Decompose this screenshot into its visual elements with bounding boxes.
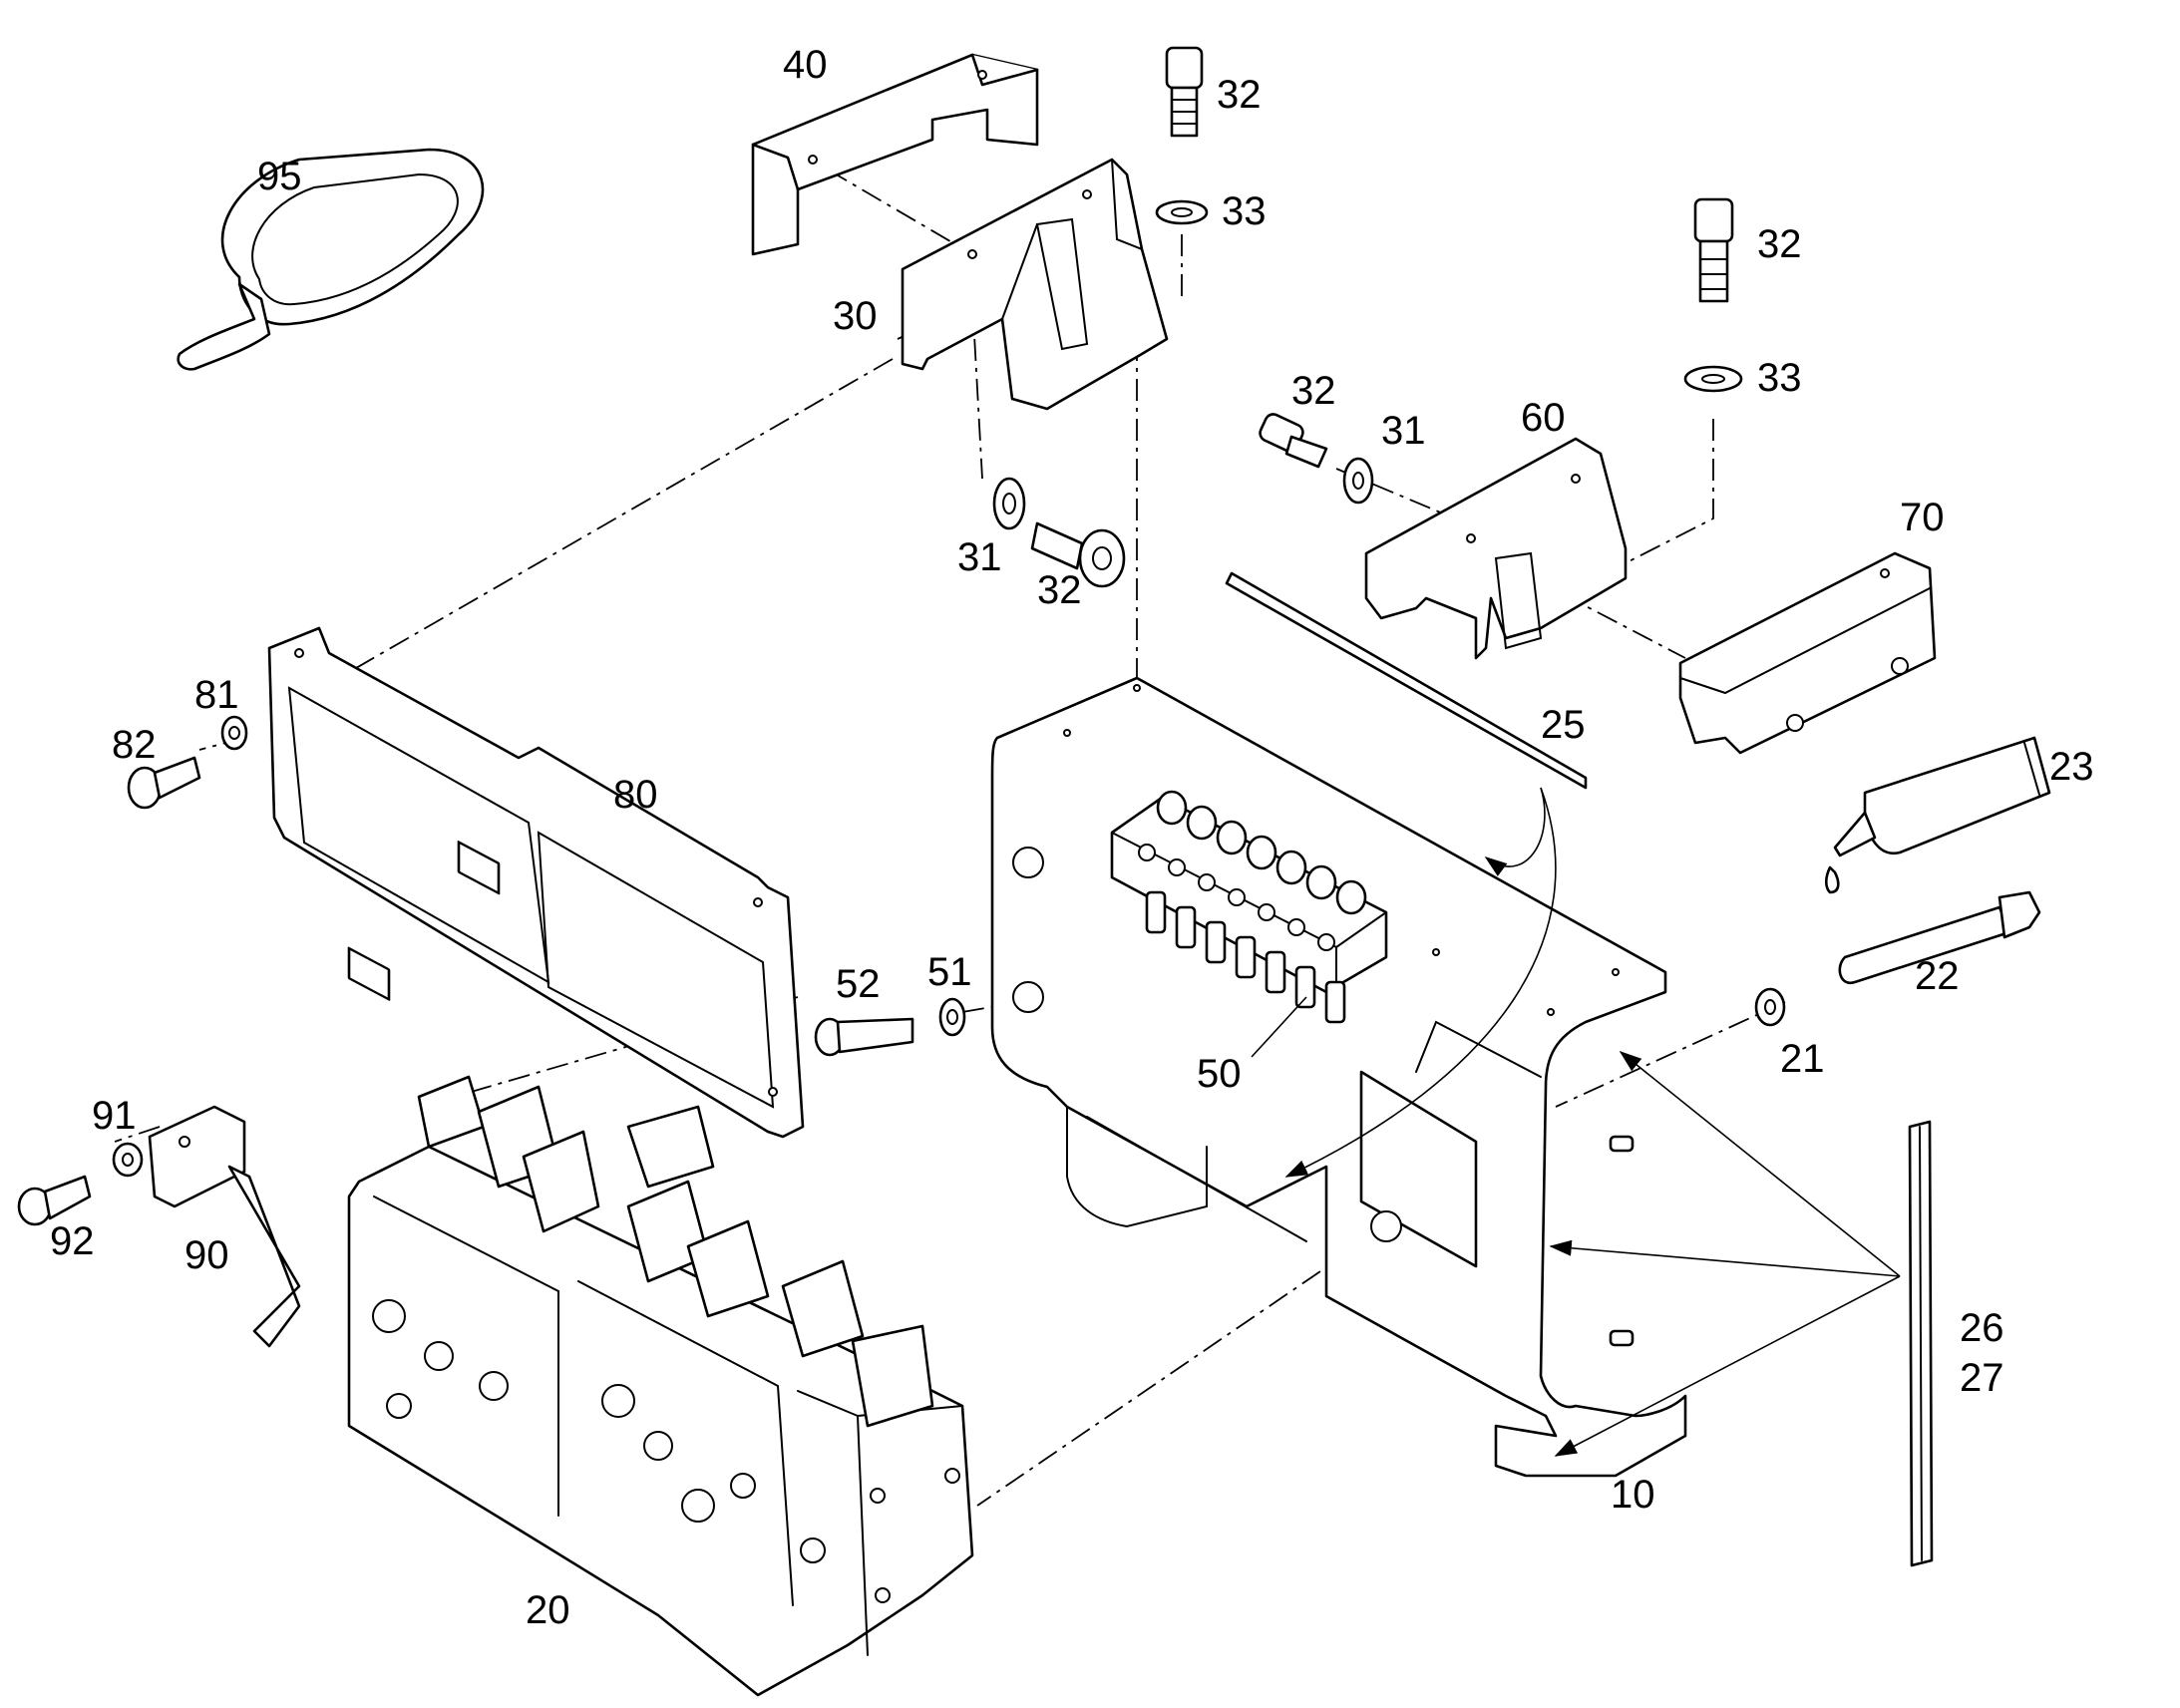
callout-50: 50 [1197, 1052, 1242, 1096]
part-22-bolt [1838, 890, 2041, 985]
part-23-sealant-tube [1824, 736, 2051, 894]
callout-82: 82 [112, 723, 157, 767]
callout-21: 21 [1780, 1037, 1825, 1081]
callout-20: 20 [526, 1588, 570, 1632]
part-80-plate [267, 626, 805, 1139]
callout-30: 30 [833, 294, 878, 338]
part-32-bolt-left-of-60 [1259, 413, 1328, 469]
callout-32-top-right: 32 [1757, 222, 1802, 266]
leader-arrows [1251, 787, 1901, 1457]
part-25-seal-strip [1225, 571, 1588, 790]
valve-caps [417, 1075, 934, 1428]
callout-92: 92 [50, 1219, 95, 1263]
callout-22: 22 [1915, 954, 1960, 998]
part-33-washer-top-right [1683, 365, 1743, 393]
part-81-washer [220, 715, 248, 751]
part-26-27-edge-seal [1908, 1120, 1934, 1567]
part-20-control-valve [347, 1075, 974, 1697]
callout-95: 95 [257, 155, 302, 198]
manifold-fittings [1138, 790, 1367, 1024]
part-90-bracket [148, 1105, 301, 1348]
callout-80: 80 [613, 773, 658, 817]
part-40-top-bracket [751, 53, 1039, 256]
callout-23: 23 [2049, 745, 2094, 789]
callout-51: 51 [927, 950, 972, 994]
callout-33-top-center: 33 [1222, 189, 1267, 233]
callout-91: 91 [92, 1094, 137, 1138]
callout-25: 25 [1541, 703, 1586, 747]
callout-33-top-right: 33 [1757, 356, 1802, 400]
callout-60: 60 [1521, 396, 1566, 440]
part-60-support-bracket [1364, 437, 1628, 660]
callout-70: 70 [1900, 496, 1945, 539]
callout-81: 81 [194, 673, 239, 717]
callout-labels: 40 32 95 33 32 30 33 32 31 60 70 31 32 8… [50, 43, 2094, 1632]
part-31-washer-center [992, 477, 1026, 530]
part-92-bolt [17, 1175, 92, 1226]
part-32-bolt-top-right [1693, 197, 1734, 303]
callout-32-left-of-60: 32 [1291, 369, 1336, 413]
callout-10: 10 [1611, 1473, 1655, 1517]
part-51-washer [938, 997, 966, 1037]
callout-31-left-of-60: 31 [1381, 409, 1426, 453]
part-95-strap [177, 148, 485, 371]
callout-52: 52 [836, 962, 881, 1006]
part-32-bolt-center [1030, 521, 1126, 588]
callout-31-center: 31 [957, 535, 1002, 579]
part-21-washer [1754, 987, 1786, 1027]
part-31-washer-left-of-60 [1342, 457, 1374, 505]
part-82-bolt [127, 756, 201, 810]
callout-40: 40 [783, 43, 828, 87]
callout-27: 27 [1960, 1356, 2004, 1400]
part-91-washer [112, 1142, 144, 1178]
part-32-bolt-top-center [1165, 46, 1204, 138]
part-52-bolt [814, 1017, 914, 1057]
callout-32-center: 32 [1037, 568, 1082, 612]
part-33-washer-top-center [1155, 199, 1209, 225]
part-70-cover [1678, 551, 1937, 755]
callout-90: 90 [184, 1233, 229, 1277]
callout-26: 26 [1960, 1306, 2004, 1350]
part-10-main-frame [990, 676, 1687, 1478]
callout-32-top-center: 32 [1217, 73, 1262, 117]
part-30-mounting-bracket [901, 158, 1169, 411]
part-50-manifold-block [1110, 790, 1388, 1024]
valve-ports [372, 1299, 960, 1603]
